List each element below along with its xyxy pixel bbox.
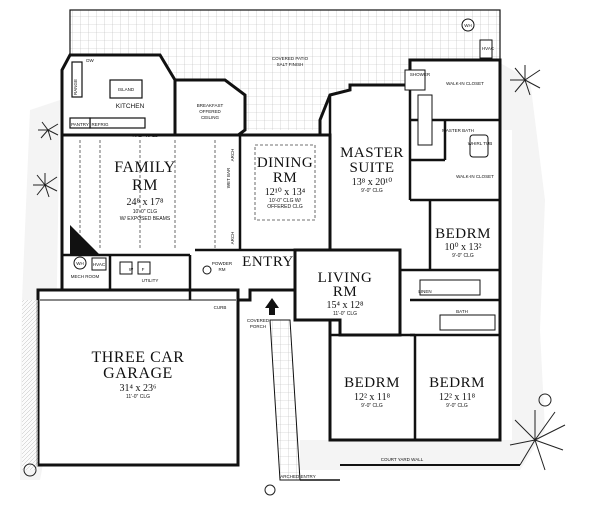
family-room-name: FAMILY	[114, 159, 176, 176]
room-living: LIVING RM 15⁴ x 12⁸ 11'-0" CLG	[318, 270, 373, 317]
curb-label: CURB	[214, 305, 227, 310]
master-suite-name-2: SUITE	[350, 160, 395, 176]
arched-entry-label: ARCHED ENTRY	[280, 474, 315, 479]
island-label: ISLAND	[118, 87, 135, 92]
exposed-beams	[79, 140, 316, 250]
whirl-tub-label: WHIRL TUB	[468, 141, 493, 146]
hvac-1-label: HVAC	[482, 46, 495, 51]
living-room-name: LIVING	[318, 270, 373, 286]
breakfast-label-2: OFFERED	[199, 109, 221, 114]
family-room-note-2: W/ EXPOSED BEAMS	[120, 216, 171, 222]
living-room-name-2: RM	[333, 284, 357, 300]
family-room-dims: 24⁸ x 17⁸	[127, 197, 164, 208]
master-suite-name: MASTER	[340, 145, 404, 161]
breakfast-label-1: BREAKFAST	[197, 103, 224, 108]
utility-label: UTILITY	[142, 278, 159, 283]
room-bed2: BEDRM 12² x 11⁸ 9'-0" CLG	[344, 375, 400, 409]
courtyard-wall-label: COURT YARD WALL	[381, 457, 424, 462]
dining-room-name: DINING	[257, 155, 313, 171]
dining-room-dims: 12¹⁰ x 13⁴	[265, 187, 306, 198]
bedroom-3-dims: 12² x 11⁸	[439, 392, 476, 403]
bedroom-1-name: BEDRM	[435, 226, 491, 242]
room-family: FAMILY RM 24⁸ x 17⁸ 10'-0" CLG W/ EXPOSE…	[114, 159, 176, 222]
kitchen-label: KITCHEN	[116, 103, 145, 110]
room-bed1: BEDRM 10⁰ x 13² 9'-0" CLG	[435, 226, 491, 259]
shower-label: SHOWER	[410, 72, 431, 77]
breakfast-label-3: CEILING	[201, 115, 220, 120]
dining-room-name-2: RM	[273, 170, 297, 186]
room-master: MASTER SUITE 13⁸ x 20¹⁰ 9'-0" CLG	[340, 145, 404, 194]
arch-2-label: ARCH	[230, 232, 235, 245]
garage-block	[36, 288, 240, 467]
pantry-label: PANTRY	[71, 122, 89, 127]
bath-fixtures	[73, 18, 496, 331]
powder-room-label-1: POWDER	[212, 261, 233, 266]
garage-name-2: GARAGE	[103, 365, 173, 382]
entry-arrow	[265, 298, 279, 315]
dining-room-note-1: 10'-0" CLG W/	[269, 198, 302, 204]
garage-dims: 31⁴ x 23⁶	[120, 383, 157, 394]
dining-room-note-2: OFFERED CLG	[267, 204, 303, 210]
half-wall-label: HALF-WALL	[132, 133, 158, 138]
entry-label: ENTRY	[242, 254, 294, 270]
family-room-name-2: RM	[132, 177, 158, 194]
family-room-note-1: 10'-0" CLG	[133, 209, 158, 215]
walk-in-closet-2-label: WALK-IN CLOSET	[456, 174, 494, 179]
bedroom-2-name: BEDRM	[344, 375, 400, 391]
dryer-label: F	[142, 267, 145, 272]
bedroom-2-note: 9'-0" CLG	[361, 403, 383, 409]
bath-label: BATH	[456, 309, 468, 314]
porch-label-2: PORCH	[250, 324, 266, 329]
dw-label: DW	[86, 58, 94, 63]
master-bath-label: MASTER BATH	[442, 128, 474, 133]
wh-2-label: WH	[76, 261, 84, 266]
walk-in-closet-1-label: WALK-IN CLOSET	[446, 81, 484, 86]
living-room-note: 11'-0" CLG	[333, 311, 357, 317]
interior-walls	[62, 85, 500, 440]
hvac-2-label: HVAC	[93, 262, 106, 267]
walkway	[269, 319, 520, 481]
kitchen-counters	[69, 61, 146, 129]
master-suite-note: 9'-0" CLG	[361, 188, 383, 194]
room-bed3: BEDRM 12² x 11⁸ 9'-0" CLG	[429, 375, 485, 409]
master-suite-dims: 13⁸ x 20¹⁰	[352, 177, 393, 188]
powder-room-label-2: RM	[219, 267, 226, 272]
mech-room-label: MECH ROOM	[71, 274, 100, 279]
bedroom-2-dims: 12² x 11⁸	[354, 392, 391, 403]
fireplace	[70, 225, 100, 255]
arch-1-label: ARCH	[230, 149, 235, 162]
room-garage: THREE CAR GARAGE 31⁴ x 23⁶ 11'-0" CLG	[92, 349, 185, 400]
washer-label: W	[129, 267, 134, 272]
trees	[23, 65, 566, 496]
porch-label-1: COVERED	[247, 318, 270, 323]
range-label: RANGE	[73, 79, 78, 95]
bedroom-1-dims: 10⁰ x 13²	[444, 242, 481, 253]
linen-label: LINEN	[418, 289, 431, 294]
garage-note: 11'-0" CLG	[126, 394, 150, 400]
small-labels: ENTRY KITCHEN ISLAND PANTRY REFRIG DW RA…	[71, 23, 495, 479]
garage-name: THREE CAR	[92, 349, 185, 366]
bedroom-3-note: 9'-0" CLG	[446, 403, 468, 409]
bedroom-1-note: 9'-0" CLG	[452, 253, 474, 259]
patio-label-1: COVERED PATIO	[272, 56, 309, 61]
room-dining: DINING RM 12¹⁰ x 13⁴ 10'-0" CLG W/ OFFER…	[257, 155, 313, 210]
bedroom-3-name: BEDRM	[429, 375, 485, 391]
patio-label-2: SALT FINISH	[277, 62, 304, 67]
wh-1-label: WH	[464, 23, 472, 28]
living-room-dims: 15⁴ x 12⁸	[327, 300, 364, 311]
refrig-label: REFRIG	[91, 122, 109, 127]
wet-bar-label: WET BAR	[226, 167, 231, 188]
